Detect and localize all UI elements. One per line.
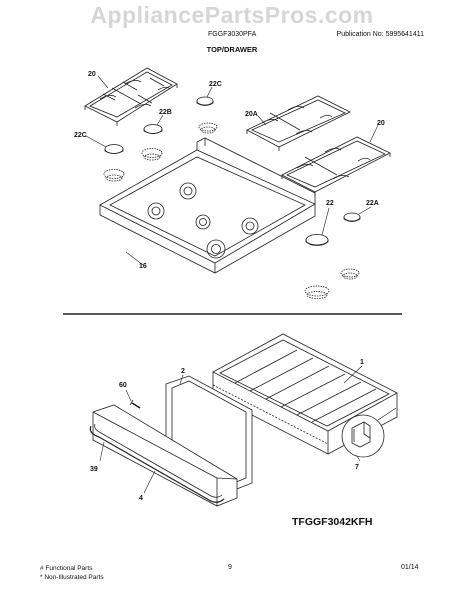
callout-22b: 22B xyxy=(159,109,172,116)
callout-22c-left: 22C xyxy=(74,132,87,139)
callout-2: 2 xyxy=(181,368,185,375)
callout-22a: 22A xyxy=(366,200,379,207)
cooktop xyxy=(99,137,316,274)
footer-date: 01/14 xyxy=(401,564,419,571)
diagram-code: TFGGF3042KFH xyxy=(292,516,373,528)
callout-20-right: 20 xyxy=(377,120,385,127)
callout-7: 7 xyxy=(355,464,359,471)
grate-20-right xyxy=(281,136,391,196)
callout-20-left: 20 xyxy=(88,71,96,78)
section-title: TOP/DRAWER xyxy=(206,45,258,54)
page-number: 9 xyxy=(228,564,232,571)
drawer-body xyxy=(212,333,398,455)
burner-cap-22a xyxy=(343,212,361,222)
model-number: FGGF3030PFA xyxy=(208,31,257,38)
callout-22: 22 xyxy=(326,200,334,207)
grate-20a xyxy=(246,95,351,151)
screw-60 xyxy=(129,399,141,409)
callout-4: 4 xyxy=(139,495,143,502)
footer-non-illustrated: * Non-Illustrated Parts xyxy=(40,574,104,581)
callout-39: 39 xyxy=(90,466,98,473)
watermark: AppliancePartsPros.com xyxy=(90,2,374,28)
callout-16: 16 xyxy=(139,263,147,270)
callout-20a: 20A xyxy=(245,111,258,118)
drawer-front xyxy=(89,404,238,507)
burner-cap-22c-top xyxy=(196,96,214,106)
footer-functional: # Functional Parts xyxy=(40,565,93,572)
publication-number: Publication No: 5995641411 xyxy=(336,31,424,38)
callout-22c-top: 22C xyxy=(209,81,222,88)
grate-left xyxy=(84,67,178,126)
callout-60: 60 xyxy=(119,382,127,389)
callout-1: 1 xyxy=(360,359,364,366)
